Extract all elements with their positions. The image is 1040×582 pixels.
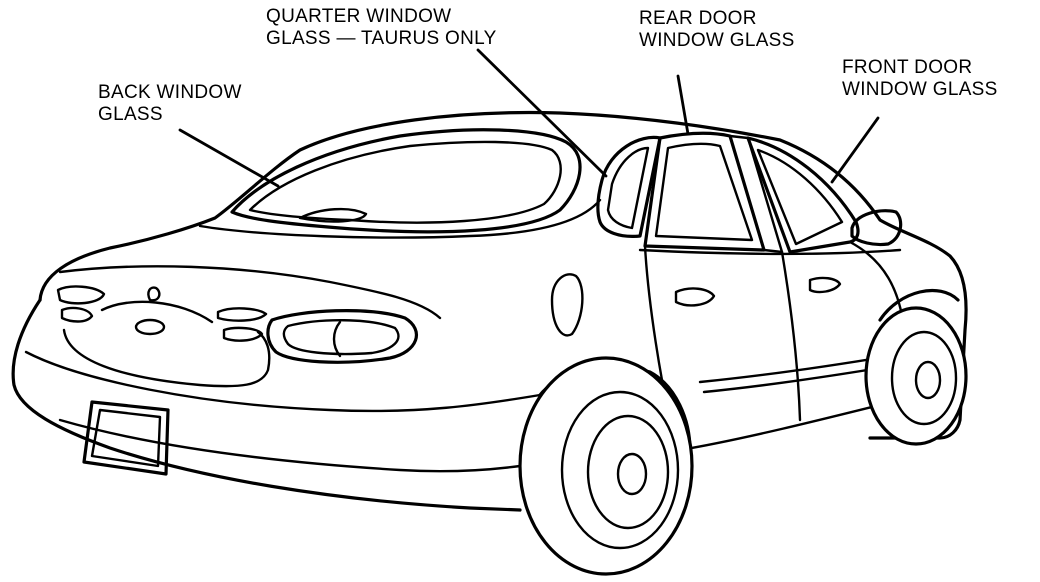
callout-front-door-window-glass: FRONT DOOR WINDOW GLASS	[842, 57, 998, 101]
bumper-crease	[58, 418, 522, 473]
license-plate	[82, 400, 170, 476]
right-taillight-lens	[282, 319, 400, 356]
trunk-center-bar	[100, 300, 214, 324]
right-taillight-divider	[332, 320, 342, 358]
callout-back-window-line2: GLASS	[98, 104, 163, 125]
front-wheel-rim	[890, 330, 958, 426]
rear-wheel-rim	[560, 390, 680, 550]
front-wheel-arch	[878, 288, 960, 322]
front-door-window-inner	[756, 148, 844, 246]
rear-wheel-hub	[616, 452, 648, 496]
quarter-window-inner	[606, 146, 650, 230]
callout-quarter-window-line2: GLASS — TAURUS ONLY	[266, 28, 497, 49]
leader-front-door-window	[830, 116, 880, 184]
quarter-window-glass	[596, 135, 662, 238]
trunk-emblem	[147, 286, 161, 302]
bumper-top-edge	[24, 350, 542, 413]
front-door-handle	[808, 276, 842, 294]
rocker-panel	[678, 398, 902, 452]
license-plate-inner	[90, 408, 162, 468]
rear-wheel-hubcap	[586, 414, 670, 530]
callout-back-window-glass: BACK WINDOW GLASS	[98, 82, 242, 126]
trunk-lower	[62, 328, 271, 388]
callout-front-door-line1: FRONT DOOR	[842, 57, 973, 78]
trunk-lid	[58, 265, 442, 320]
right-marker-lights-lower	[222, 326, 264, 342]
callout-rear-door-line1: REAR DOOR	[639, 8, 757, 29]
leader-quarter-window	[476, 48, 608, 178]
rear-door-window-inner	[654, 142, 754, 242]
leader-rear-door-window	[676, 74, 690, 136]
back-window-glass	[230, 128, 582, 234]
rear-door-handle	[674, 287, 716, 307]
callout-back-window-line1: BACK WINDOW	[98, 82, 242, 103]
front-wheel-hub	[914, 360, 942, 400]
callout-rear-door-line2: WINDOW GLASS	[639, 30, 795, 51]
callout-rear-door-window-glass: REAR DOOR WINDOW GLASS	[639, 8, 795, 52]
left-taillight-upper	[56, 285, 106, 305]
car-body-outline	[38, 110, 968, 440]
callout-front-door-line2: WINDOW GLASS	[842, 79, 998, 100]
right-marker-lights	[216, 307, 268, 322]
b-pillar	[728, 134, 784, 254]
callout-quarter-window-glass: QUARTER WINDOW GLASS — TAURUS ONLY	[266, 6, 497, 50]
leader-back-window	[178, 128, 280, 188]
trunk-lock	[134, 318, 166, 336]
side-mirror	[850, 209, 903, 247]
fuel-door	[550, 273, 584, 337]
roof-rear-edge	[198, 198, 602, 239]
callout-quarter-window-line1: QUARTER WINDOW	[266, 6, 452, 27]
rear-deck-shelf	[298, 207, 368, 223]
center-door-seam	[780, 250, 802, 422]
left-taillight-lower	[60, 306, 94, 323]
rear-bumper	[11, 298, 522, 512]
rear-tire	[518, 356, 694, 576]
beltline	[638, 248, 902, 255]
right-taillight-housing	[266, 309, 418, 364]
